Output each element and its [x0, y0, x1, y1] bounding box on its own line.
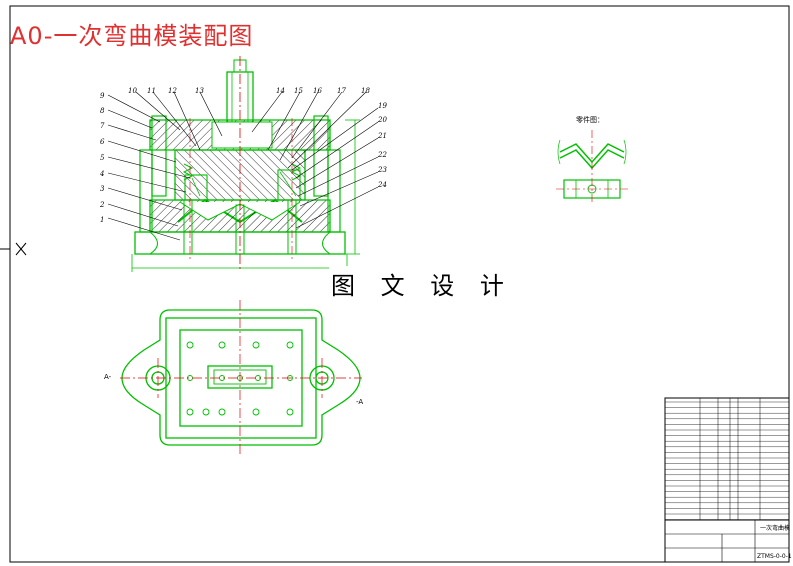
callout-10: 10 [128, 87, 137, 95]
callouts-left: 1 2 3 4 5 6 7 8 9 10 11 12 13 [99, 87, 204, 224]
callout-16: 16 [313, 87, 322, 95]
title-block-name: 一次弯曲模 [760, 524, 790, 532]
cross-mark-icon [15, 242, 27, 256]
callout-21: 21 [377, 132, 387, 140]
callout-14: 14 [276, 87, 285, 95]
callout-24: 24 [377, 181, 387, 189]
callout-1: 1 [100, 216, 104, 224]
callout-17: 17 [337, 87, 346, 95]
drawing-frame [9, 5, 790, 563]
callout-7: 7 [100, 122, 105, 130]
part-view: 零件图： [556, 115, 628, 205]
callout-19: 19 [378, 102, 387, 110]
callouts-right: 14 15 16 17 18 19 20 21 22 23 24 [276, 87, 387, 189]
callout-9: 9 [100, 92, 105, 100]
callout-8: 8 [100, 107, 105, 115]
callout-23: 23 [377, 166, 387, 174]
watermark-text: 图 文 设 计 [329, 266, 515, 301]
title-block: 一次弯曲模 ZTMS-0-0-1 [664, 397, 792, 563]
plan-view-centerlines [120, 300, 362, 455]
callout-22: 22 [377, 151, 387, 159]
section-mark-left: A- [104, 373, 112, 381]
drawing-title: A0-一次弯曲模装配图 [10, 22, 254, 50]
section-mark-right: -A [356, 398, 363, 406]
callout-2: 2 [99, 201, 105, 209]
title-block-drawing-no: ZTMS-0-0-1 [757, 553, 792, 560]
callout-11: 11 [147, 87, 156, 95]
callout-5: 5 [100, 154, 105, 162]
callout-20: 20 [377, 116, 387, 124]
callout-4: 4 [99, 170, 104, 178]
front-section-view [131, 56, 360, 272]
callout-13: 13 [195, 87, 204, 95]
callout-15: 15 [294, 87, 303, 95]
callout-12: 12 [168, 87, 177, 95]
callout-18: 18 [361, 87, 370, 95]
part-view-label: 零件图： [576, 115, 604, 124]
callout-6: 6 [100, 138, 105, 146]
leader-lines [107, 91, 379, 241]
callout-3: 3 [100, 185, 105, 193]
